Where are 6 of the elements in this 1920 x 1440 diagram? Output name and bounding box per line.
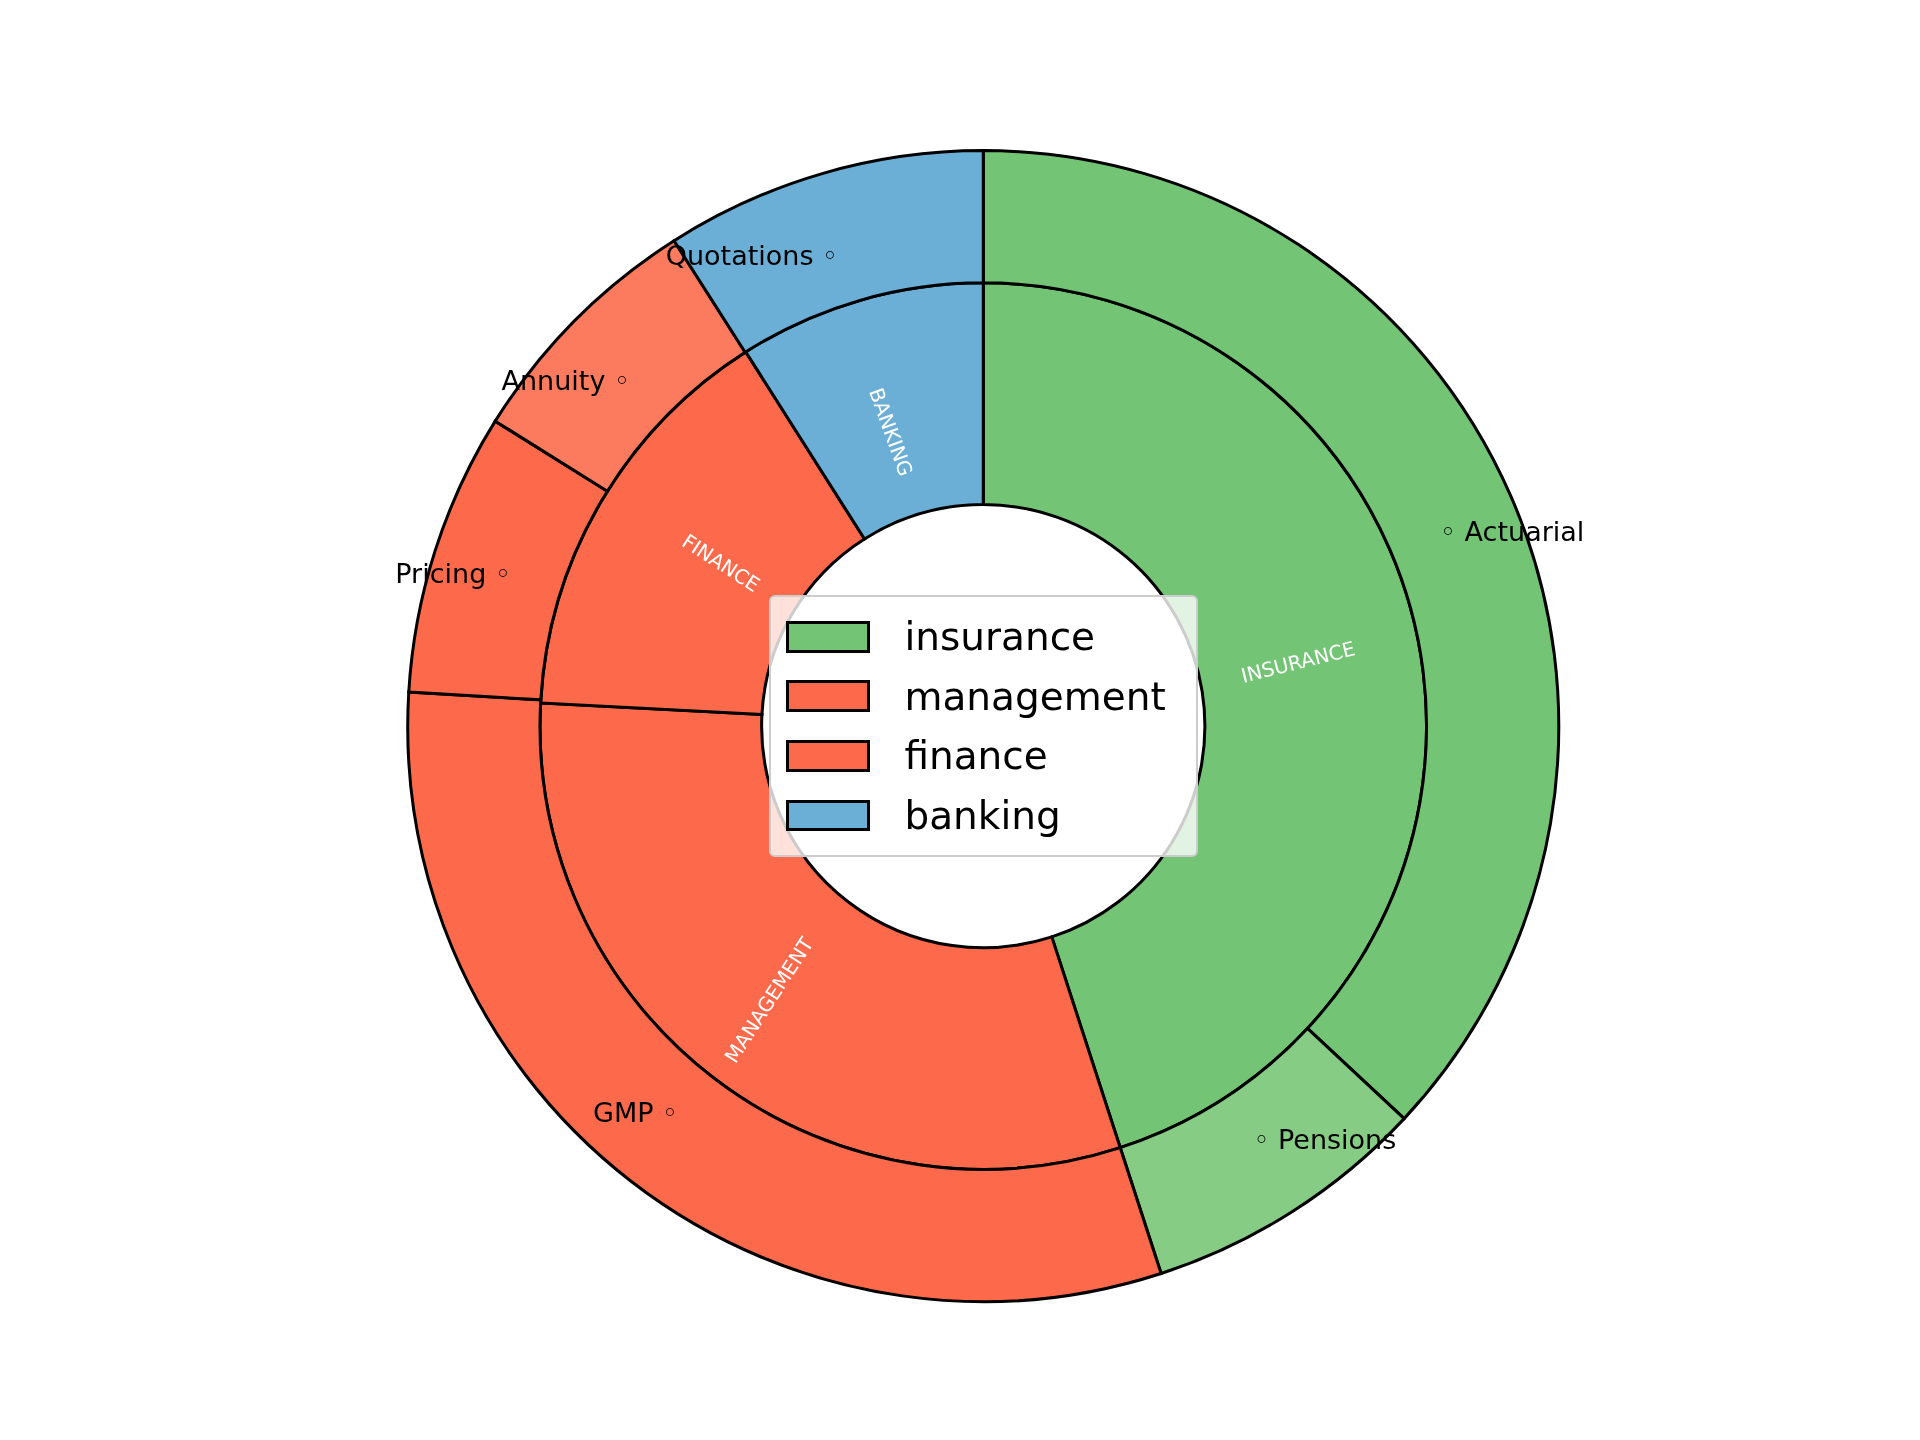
legend-label: insurance (904, 617, 1096, 657)
legend-label: banking (904, 796, 1061, 835)
legend-label: finance (904, 736, 1048, 776)
sunburst-segment (1118, 1026, 1406, 1275)
legend-label: management (904, 676, 1166, 716)
segment-label: GMP ◦ (593, 1098, 678, 1126)
